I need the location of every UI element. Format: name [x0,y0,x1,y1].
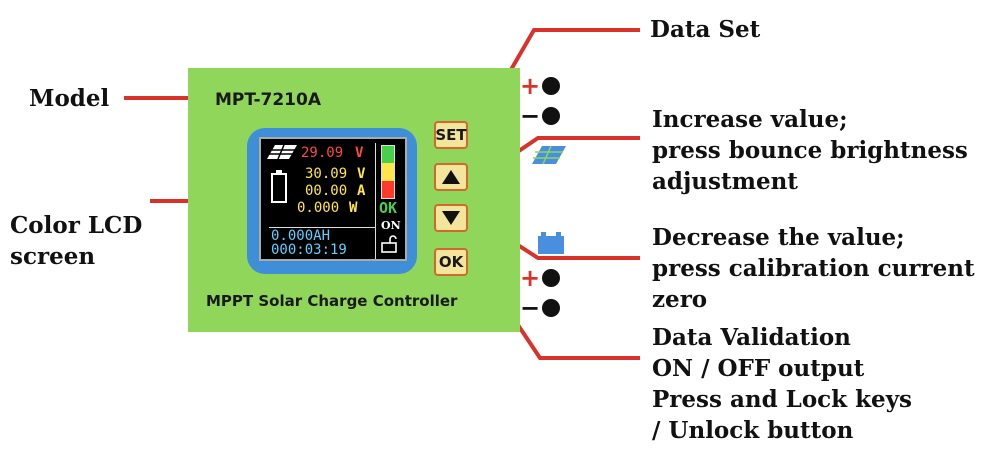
validation-callout: Data Validation ON / OFF output Press an… [652,322,912,446]
battery-plus-terminal [542,269,560,287]
set-button-label: SET [435,126,467,144]
battery-voltage-unit: V [357,166,366,182]
current-unit: A [357,183,366,199]
up-triangle-icon [442,170,460,184]
decrease-callout: Decrease the value; press calibration cu… [652,222,975,315]
battery-minus-terminal [542,299,560,317]
energy-value: 0.000AH [271,228,331,244]
pv-voltage-value: 29.09 [301,145,344,161]
ok-button[interactable]: OK [434,248,468,276]
power-value: 0.000 [297,200,340,216]
decrease-callout-line-1: Decrease the value; [652,224,905,251]
increase-callout-line-2: press bounce brightness [652,137,968,164]
unlock-icon [381,235,397,253]
charge-level-gauge [381,145,395,199]
increase-callout-line-1: Increase value; [652,106,848,133]
model-callout-text: Model [29,85,110,112]
down-triangle-icon [442,211,460,225]
data-set-callout-text: Data Set [650,16,761,43]
decrease-callout-line-2: press calibration current [652,255,975,282]
solar-plus-terminal [542,77,560,95]
solar-minus-terminal [542,107,560,125]
current-value: 00.00 [305,183,348,199]
validation-callout-line-1: Data Validation [652,324,851,351]
power-unit: W [349,200,358,216]
data-set-callout: Data Set [650,14,760,45]
battery-voltage-value: 30.09 [305,166,348,182]
increase-callout-line-3: adjustment [652,168,798,195]
validation-callout-line-4: / Unlock button [652,417,854,444]
color-lcd-callout: Color LCD screen [10,210,142,272]
battery-icon [538,232,564,254]
elapsed-time-value: 000:03:19 [271,242,347,258]
solar-panel-icon [532,146,566,164]
increase-callout: Increase value; press bounce brightness … [652,104,968,197]
ok-button-label: OK [438,253,464,271]
lcd-separator-vertical [375,143,376,259]
solar-minus-sign: − [520,102,541,130]
product-name-label: MPPT Solar Charge Controller [206,292,458,310]
color-lcd-callout-line-2: screen [10,243,96,270]
model-label: MPT-7210A [215,90,322,110]
color-lcd-callout-line-1: Color LCD [10,212,143,239]
pv-voltage-unit: V [355,145,364,161]
validation-callout-line-2: ON / OFF output [652,355,865,382]
battery-plus-sign: + [520,264,541,292]
battery-icon [271,170,287,203]
up-button[interactable] [434,163,468,191]
battery-minus-sign: − [520,294,541,322]
solar-panel-icon [267,145,297,159]
status-ok-indicator: OK [379,199,398,217]
lcd-screen: 29.09 V 30.09 V 00.00 A 0.000 W 0.000AH … [259,137,407,261]
model-callout: Model [29,83,109,114]
lcd-separator-horizontal [269,227,375,228]
set-button[interactable]: SET [434,121,468,149]
decrease-callout-line-3: zero [652,286,708,313]
validation-callout-line-3: Press and Lock keys [652,386,913,413]
solar-plus-sign: + [520,72,541,100]
down-button[interactable] [434,204,468,232]
output-on-indicator: ON [381,219,401,232]
